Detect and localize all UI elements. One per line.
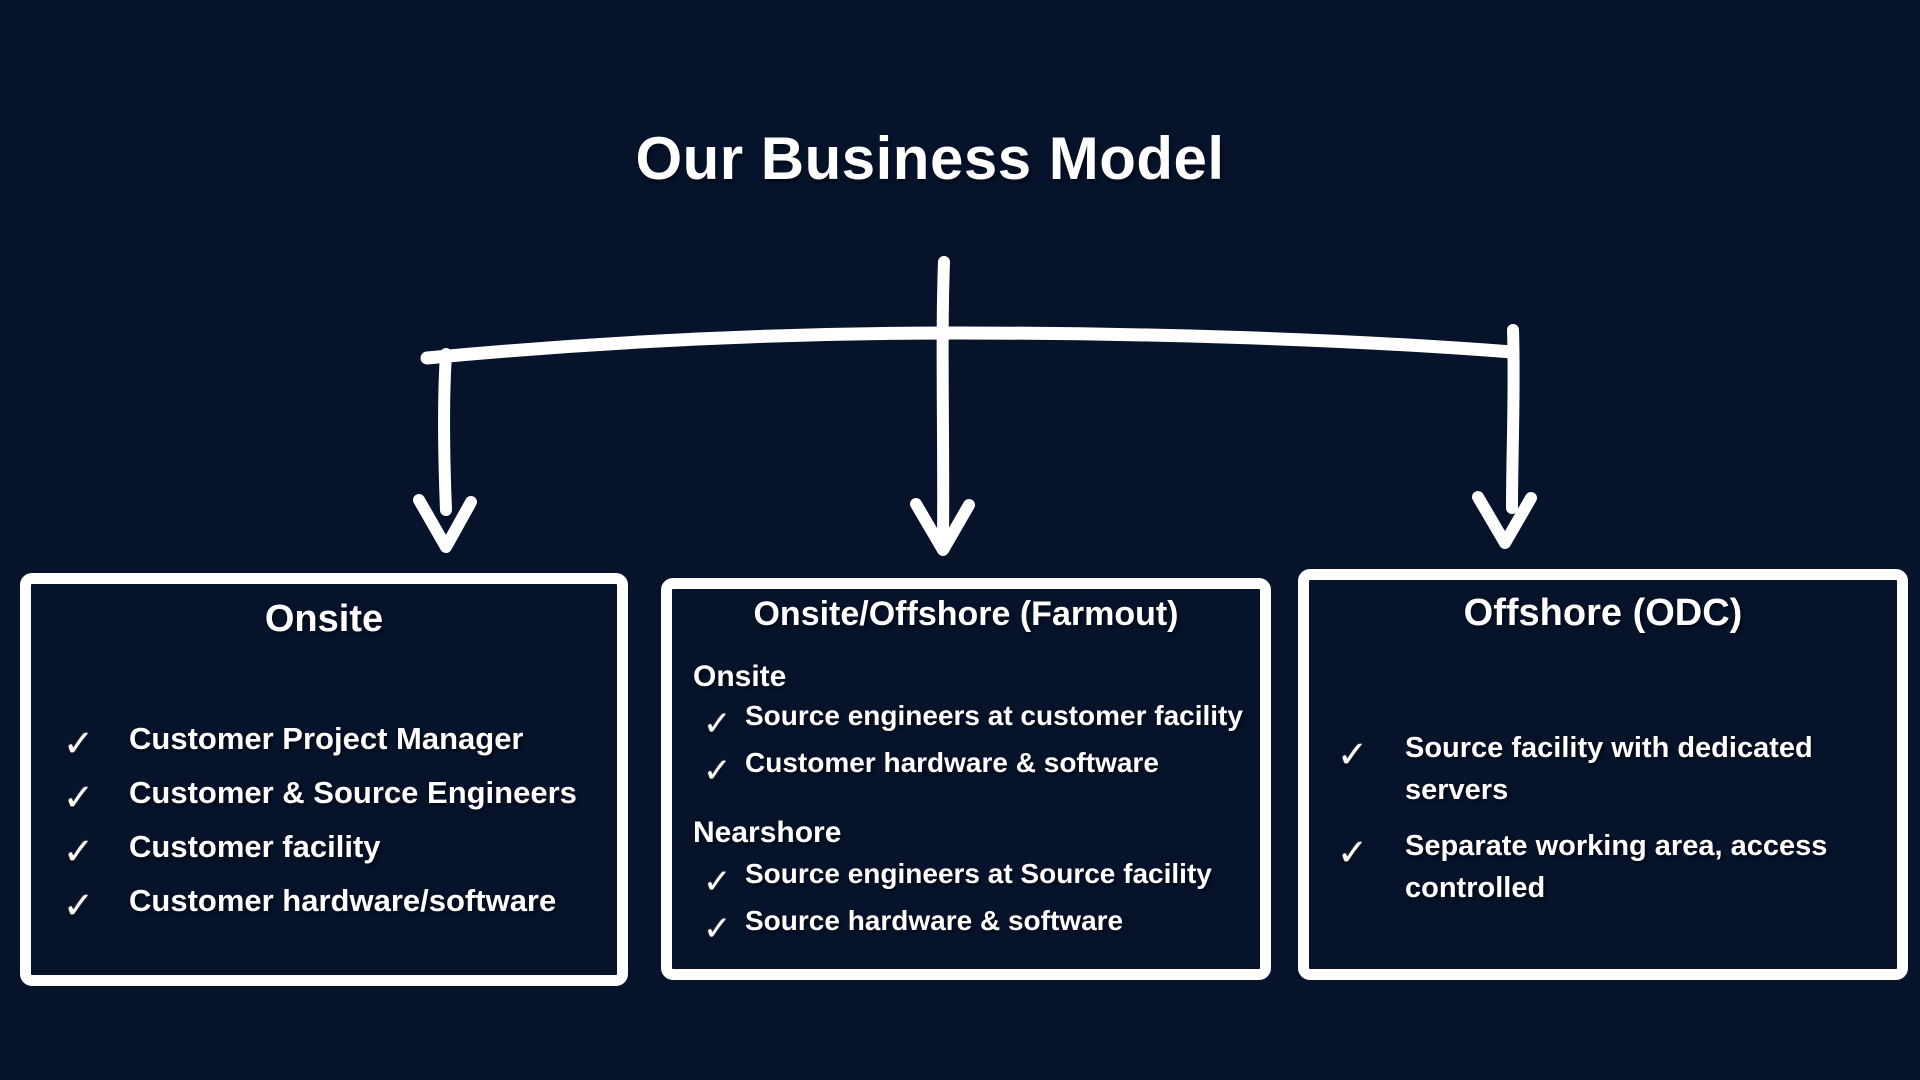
arrow-left-head-icon xyxy=(413,494,477,553)
check-icon: ✓ xyxy=(703,910,732,948)
check-icon: ✓ xyxy=(63,885,95,926)
arrow-right-line xyxy=(1506,324,1520,514)
farmout-onsite-checklist: ✓ Source engineers at customer facility … xyxy=(672,700,1260,794)
checklist-item: ✓ Customer hardware/software xyxy=(31,883,617,937)
check-icon: ✓ xyxy=(1337,832,1369,873)
check-icon: ✓ xyxy=(703,863,732,901)
checklist-item-text: Source facility with dedicated servers xyxy=(1405,732,1813,806)
farmout-box: Onsite/Offshore (Farmout) Onsite ✓ Sourc… xyxy=(661,578,1271,980)
checklist-item-text: Customer hardware & software xyxy=(745,747,1159,778)
checklist-item-text: Customer facility xyxy=(129,829,381,864)
farmout-box-header: Onsite/Offshore (Farmout) xyxy=(753,595,1179,633)
offshore-box: Offshore (ODC) ✓ Source facility with de… xyxy=(1298,569,1908,980)
arrow-middle-head-icon xyxy=(910,498,975,556)
checklist-item: ✓ Source engineers at customer facility xyxy=(672,700,1260,747)
checklist-item: ✓ Source engineers at Source facility xyxy=(672,858,1260,905)
farmout-section-label-nearshore: Nearshore xyxy=(693,816,842,849)
check-icon: ✓ xyxy=(63,831,95,872)
checklist-item-text: Source engineers at Source facility xyxy=(745,858,1212,889)
checklist-item: ✓ Source hardware & software xyxy=(672,905,1260,952)
checklist-item-text: Customer & Source Engineers xyxy=(129,775,577,810)
check-icon: ✓ xyxy=(63,777,95,818)
checklist-item-text: Source hardware & software xyxy=(745,905,1124,936)
check-icon: ✓ xyxy=(703,752,732,790)
checklist-item: ✓ Customer & Source Engineers xyxy=(31,775,617,829)
arrow-left-line xyxy=(438,348,452,516)
offshore-checklist: ✓ Source facility with dedicated servers… xyxy=(1309,727,1897,909)
slide-title: Our Business Model xyxy=(635,125,1225,192)
checklist-item: ✓ Customer hardware & software xyxy=(672,747,1260,794)
arrow-branch-line xyxy=(420,326,1519,365)
check-icon: ✓ xyxy=(703,705,732,743)
checklist-item: ✓ Separate working area, access controll… xyxy=(1309,825,1897,909)
farmout-nearshore-checklist: ✓ Source engineers at Source facility ✓ … xyxy=(672,858,1260,952)
checklist-item-text: Separate working area, access controlled xyxy=(1405,830,1828,904)
check-icon: ✓ xyxy=(1337,734,1369,775)
check-icon: ✓ xyxy=(63,723,95,764)
onsite-box: Onsite ✓ Customer Project Manager ✓ Cust… xyxy=(20,573,628,986)
arrow-trunk-line xyxy=(936,256,950,546)
onsite-box-header: Onsite xyxy=(264,598,384,640)
arrow-right-head-icon xyxy=(1472,491,1537,549)
checklist-item: ✓ Source facility with dedicated servers xyxy=(1309,727,1897,811)
checklist-item-text: Customer Project Manager xyxy=(129,721,524,756)
checklist-item-text: Customer hardware/software xyxy=(129,883,557,918)
farmout-section-label-onsite: Onsite xyxy=(693,660,787,693)
checklist-item: ✓ Customer Project Manager xyxy=(31,721,617,775)
offshore-box-header: Offshore (ODC) xyxy=(1463,592,1743,634)
checklist-item-text: Source engineers at customer facility xyxy=(745,700,1243,731)
onsite-checklist: ✓ Customer Project Manager ✓ Customer & … xyxy=(31,721,617,937)
checklist-item: ✓ Customer facility xyxy=(31,829,617,883)
